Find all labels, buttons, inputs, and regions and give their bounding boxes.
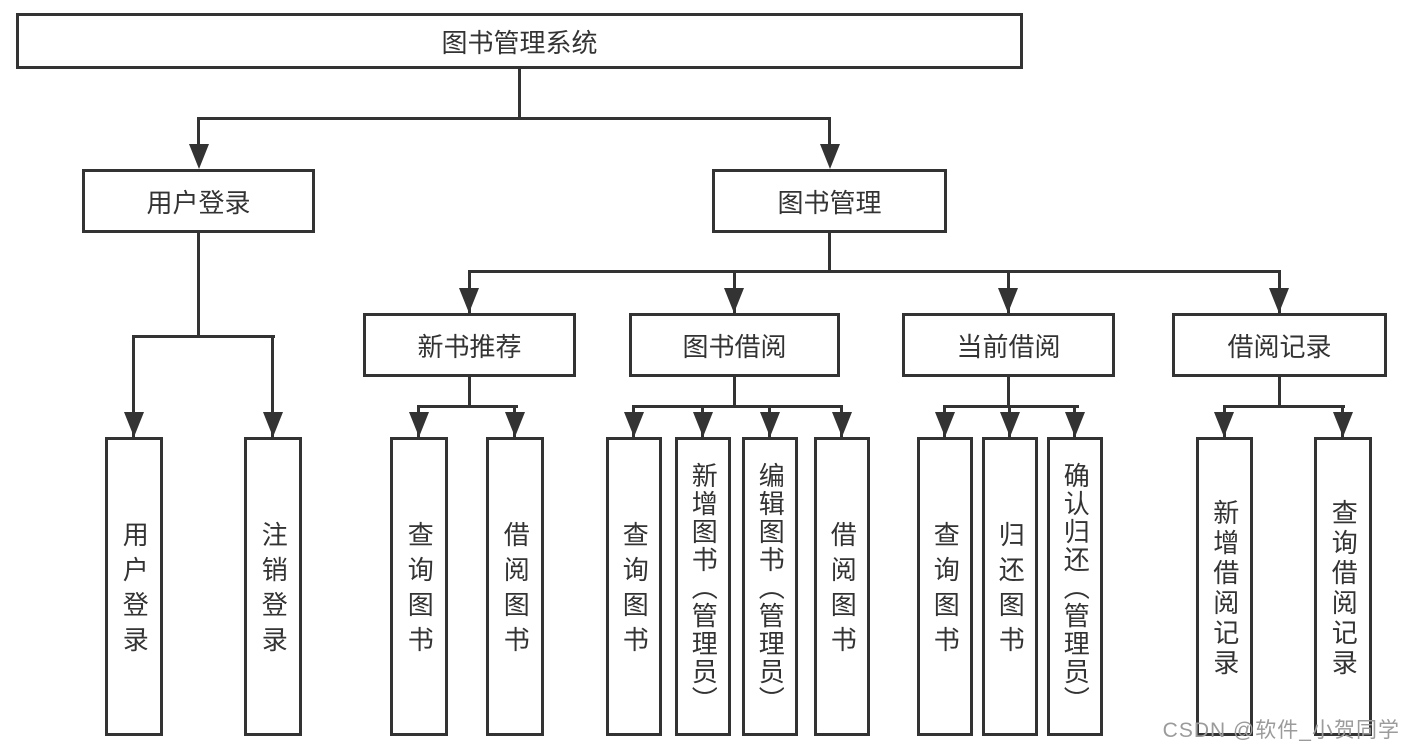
connector-line — [1007, 377, 1010, 407]
connector-line — [518, 69, 521, 118]
leaf-borrow-book: 借阅图书 — [814, 437, 870, 736]
connector-line — [943, 405, 1079, 408]
leaf-label: 注销登录 — [258, 521, 289, 661]
node-user-login: 用户登录 — [82, 169, 315, 233]
arrowhead-down — [998, 288, 1018, 313]
node-book-management: 图书管理 — [712, 169, 947, 233]
leaf-label: 借阅图书 — [500, 521, 531, 661]
arrowhead-down — [1214, 412, 1234, 437]
leaf-query-book-recommend: 查询图书 — [390, 437, 448, 736]
connector-line — [1223, 405, 1345, 408]
node-label: 图书借阅 — [682, 331, 787, 362]
connector-line — [733, 377, 736, 407]
arrowhead-down — [124, 412, 144, 437]
leaf-label: 新增借阅记录 — [1209, 498, 1240, 679]
leaf-confirm-return-admin: 确认归还（管理员） — [1047, 437, 1103, 736]
arrowhead-down — [935, 412, 955, 437]
leaf-label: 查询图书 — [404, 521, 435, 661]
node-library-management-system: 图书管理系统 — [16, 13, 1023, 69]
leaf-query-book-borrow: 查询图书 — [606, 437, 662, 736]
leaf-add-borrow-record: 新增借阅记录 — [1196, 437, 1253, 736]
connector-line — [197, 117, 200, 149]
leaf-query-book-current: 查询图书 — [917, 437, 973, 736]
node-label: 借阅记录 — [1227, 331, 1332, 362]
arrowhead-down — [409, 412, 429, 437]
leaf-label: 查询图书 — [930, 521, 961, 661]
leaf-return-book: 归还图书 — [982, 437, 1038, 736]
arrowhead-down — [820, 144, 840, 169]
leaf-edit-book-admin: 编辑图书（管理员） — [742, 437, 798, 736]
leaf-label: 编辑图书（管理员） — [755, 461, 786, 714]
arrowhead-down — [1065, 412, 1085, 437]
node-label: 当前借阅 — [956, 331, 1061, 362]
arrowhead-down — [459, 288, 479, 313]
connector-line — [1278, 377, 1281, 407]
node-borrow-records: 借阅记录 — [1172, 313, 1387, 377]
leaf-label: 确认归还（管理员） — [1060, 461, 1091, 714]
node-current-borrow: 当前借阅 — [902, 313, 1115, 377]
arrowhead-down — [760, 412, 780, 437]
leaf-query-borrow-record: 查询借阅记录 — [1314, 437, 1372, 736]
leaf-borrow-book-recommend: 借阅图书 — [486, 437, 544, 736]
node-label: 图书管理 — [777, 187, 882, 218]
leaf-label: 用户登录 — [119, 521, 150, 661]
connector-line — [632, 405, 843, 408]
arrowhead-down — [505, 412, 525, 437]
connector-line — [197, 233, 200, 337]
arrowhead-down — [832, 412, 852, 437]
arrowhead-down — [624, 412, 644, 437]
leaf-user-login: 用户登录 — [105, 437, 163, 736]
node-label: 图书管理系统 — [441, 27, 598, 58]
connector-line — [132, 335, 135, 437]
arrowhead-down — [263, 412, 283, 437]
leaf-label: 查询图书 — [619, 521, 650, 661]
connector-line — [417, 405, 518, 408]
connector-line — [132, 335, 275, 338]
arrowhead-down — [724, 288, 744, 313]
node-label: 用户登录 — [146, 187, 251, 218]
node-new-book-recommend: 新书推荐 — [363, 313, 576, 377]
arrowhead-down — [189, 144, 209, 169]
connector-line — [468, 270, 1281, 273]
csdn-watermark: CSDN @软件_小贺同学 — [1162, 719, 1400, 742]
node-label: 新书推荐 — [417, 331, 522, 362]
arrowhead-down — [1000, 412, 1020, 437]
node-book-borrow: 图书借阅 — [629, 313, 840, 377]
leaf-label: 借阅图书 — [827, 521, 858, 661]
arrowhead-down — [1333, 412, 1353, 437]
arrowhead-down — [693, 412, 713, 437]
connector-line — [828, 117, 831, 149]
connector-line — [828, 233, 831, 272]
connector-line — [197, 117, 831, 120]
arrowhead-down — [1269, 288, 1289, 313]
leaf-label: 归还图书 — [995, 521, 1026, 661]
leaf-label: 新增图书（管理员） — [688, 461, 719, 714]
connector-line — [468, 377, 471, 407]
leaf-logout-login: 注销登录 — [244, 437, 302, 736]
leaf-label: 查询借阅记录 — [1328, 498, 1359, 679]
leaf-add-book-admin: 新增图书（管理员） — [675, 437, 731, 736]
connector-line — [271, 335, 274, 437]
